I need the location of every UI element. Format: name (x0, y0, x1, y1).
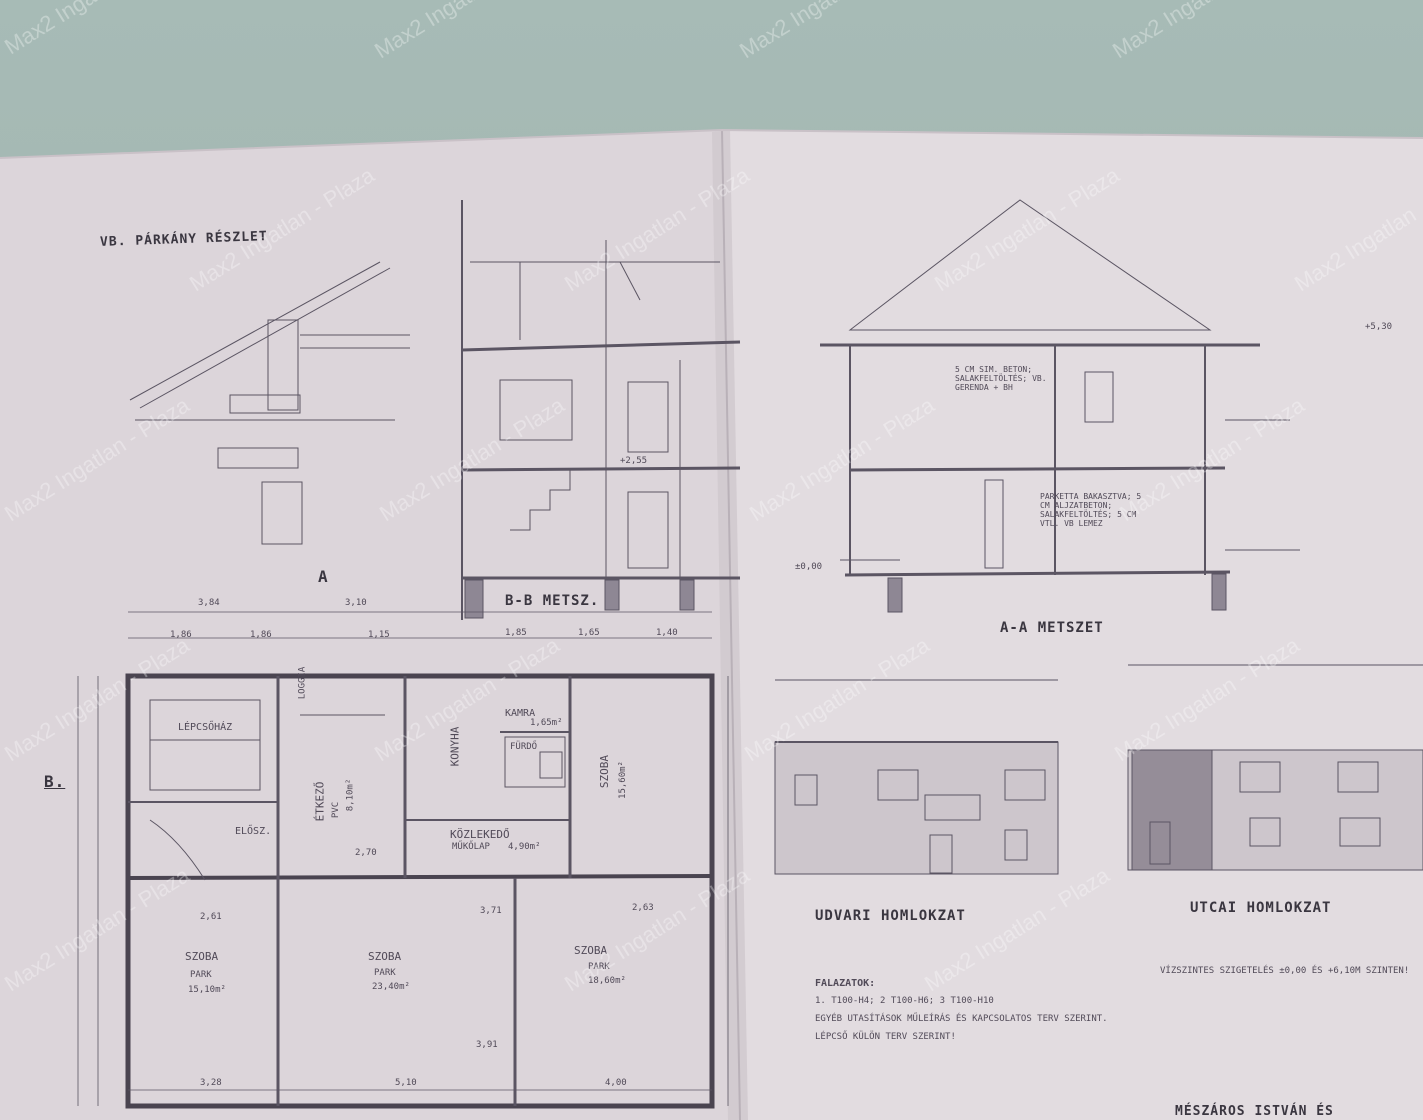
section-aa-title: A-A METSZET (1000, 620, 1104, 636)
room-floor: PARK (190, 970, 212, 980)
roof-note: 5 CM SIM. BETON; SALAKFELTÖLTÉS; VB. GER… (955, 365, 1047, 392)
room-label: FÜRDŐ (510, 742, 538, 752)
yard-elevation-drawing (774, 679, 1059, 875)
dimension-label: 1,15 (368, 630, 390, 640)
room-area: 1,65m² (530, 718, 563, 728)
room-label: SZOBA (368, 950, 402, 963)
dimension-label: 3,91 (476, 1040, 498, 1050)
dimension-label: 3,28 (200, 1078, 222, 1088)
room-area: 4,90m² (508, 842, 541, 852)
dimension-label: 3,84 (198, 598, 220, 608)
level-mark: ±0,00 (795, 562, 823, 572)
dimension-label: 5,10 (395, 1078, 417, 1088)
room-floor: MŰKŐLAP (452, 842, 490, 852)
room-label: LOGGIA (297, 666, 308, 700)
level-mark: +5,30 (1365, 322, 1393, 332)
dimension-label: 2,63 (632, 903, 654, 913)
dimension-label: 2,70 (355, 848, 377, 858)
room-label: KAMRA (505, 708, 536, 719)
dimension-label: 1,40 (656, 628, 678, 638)
room-area: 15,10m² (188, 985, 226, 995)
room-label: KONYHA (448, 726, 462, 767)
section-marker-a: A (318, 567, 329, 586)
flooring-note: PARKETTA BAKASZTVA; 5 CM ALJZATBETON; SA… (1040, 492, 1142, 528)
room-area: 15,60m² (617, 761, 628, 799)
dimension-lines (77, 611, 729, 1106)
room-label: ELŐSZ. (235, 826, 272, 837)
dimension-label: 1,86 (250, 630, 272, 640)
dimension-label: 1,65 (578, 628, 600, 638)
dimension-label: 3,10 (345, 598, 367, 608)
yard-elevation-title: UDVARI HOMLOKZAT (815, 908, 966, 924)
room-floor: PARK (374, 968, 396, 978)
room-area: 23,40m² (372, 982, 410, 992)
room-floor: PARK (588, 962, 610, 972)
designer-stamp: MÉSZÁROS ISTVÁN ÉS (1175, 1104, 1334, 1119)
paper-left-half (0, 130, 740, 1120)
dimension-label: 1,86 (170, 630, 192, 640)
room-label: KÖZLEKEDŐ (450, 828, 510, 841)
notes-instructions: EGYÉB UTASÍTÁSOK MŰLEÍRÁS ÉS KAPCSOLATOS… (815, 1014, 1108, 1024)
notes-levels: VÍZSZINTES SZIGETELÉS ±0,00 ÉS +6,10M SZ… (1160, 966, 1410, 976)
floor-plan-drawing (125, 673, 715, 1109)
room-area: 18,60m² (588, 976, 626, 986)
room-label: SZOBA (598, 754, 612, 789)
street-elevation-drawing (1127, 664, 1423, 871)
room-label: SZOBA (574, 944, 608, 957)
room-label: SZOBA (185, 950, 219, 963)
level-mark: +2,55 (620, 456, 648, 466)
section-bb-title: B-B METSZ. (505, 593, 600, 609)
section-marker-b: B. (44, 772, 66, 791)
room-label: ÉTKEZŐ (313, 781, 327, 822)
dimension-label: 1,85 (505, 628, 527, 638)
dimension-label: 3,71 (480, 906, 502, 916)
eaves-detail-drawing (129, 261, 410, 545)
room-area: 8,10m² (345, 778, 356, 812)
room-floor: PVC (331, 801, 342, 819)
dimension-label: 4,00 (605, 1078, 627, 1088)
section-bb-drawing (461, 200, 741, 620)
notes-stair: LÉPCSŐ KÜLÖN TERV SZERINT! (815, 1032, 956, 1042)
street-elevation-title: UTCAI HOMLOKZAT (1190, 900, 1332, 916)
notes-lintels: 1. T100-H4; 2 T100-H6; 3 T100-H10 (815, 996, 994, 1006)
dimension-label: 2,61 (200, 912, 222, 922)
notes-title: FALAZATOK: (815, 978, 876, 989)
section-aa-drawing (820, 199, 1300, 613)
room-label: LÉPCSŐHÁZ (178, 722, 233, 733)
